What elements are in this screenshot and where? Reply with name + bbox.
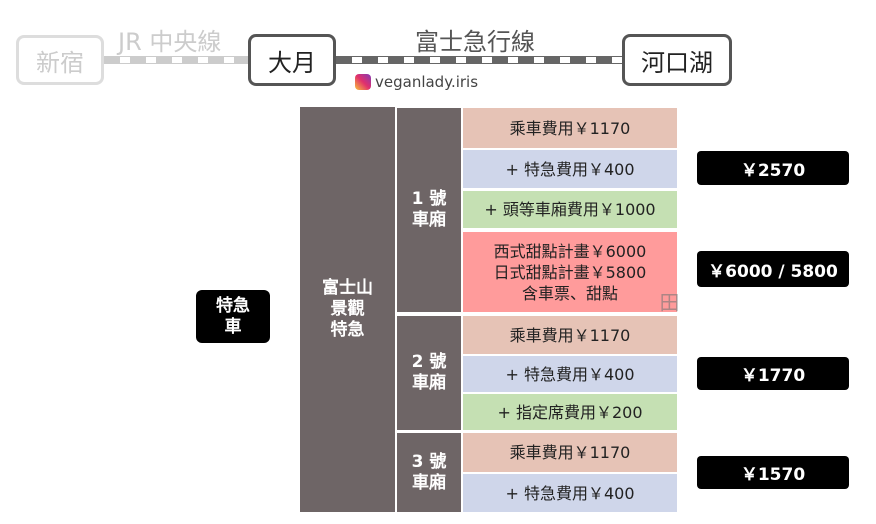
fare-row: + 頭等車廂費用￥1000 bbox=[463, 191, 677, 228]
line-label-jr: JR 中央線 bbox=[118, 28, 222, 56]
fare-row: 乘車費用￥1170 bbox=[463, 433, 677, 472]
track-fujikyu bbox=[336, 56, 624, 64]
fare-row: + 特急費用￥400 bbox=[463, 150, 677, 188]
total-price-badge: ￥1770 bbox=[697, 357, 849, 390]
train-type-badge: 特急 車 bbox=[196, 290, 270, 343]
instagram-icon bbox=[355, 74, 371, 90]
fare-row: + 指定席費用￥200 bbox=[463, 394, 677, 430]
station-label: 新宿 bbox=[36, 48, 84, 77]
car-label: 1 號 車廂 bbox=[397, 108, 461, 312]
track-jr-chuo bbox=[104, 56, 248, 64]
train-name: 富士山 景觀 特急 bbox=[300, 107, 395, 512]
line-label-fujikyu: 富士急行線 bbox=[415, 28, 535, 56]
fare-row: 乘車費用￥1170 bbox=[463, 316, 677, 354]
car-label: 2 號 車廂 bbox=[397, 316, 461, 430]
credit: veganlady.iris bbox=[355, 73, 478, 91]
station-otsuki: 大月 bbox=[248, 34, 336, 86]
car-label: 3 號 車廂 bbox=[397, 433, 461, 512]
station-label: 大月 bbox=[268, 48, 316, 77]
fare-row: 乘車費用￥1170 bbox=[463, 108, 677, 148]
fare-row: 西式甜點計畫￥6000 日式甜點計畫￥5800 含車票、甜點 bbox=[463, 232, 677, 312]
fare-row: + 特急費用￥400 bbox=[463, 356, 677, 392]
watermark-logo: 田 bbox=[656, 292, 680, 312]
station-label: 河口湖 bbox=[641, 48, 713, 77]
station-kawaguchiko: 河口湖 bbox=[622, 34, 732, 86]
total-price-badge: ￥6000 / 5800 bbox=[697, 251, 849, 287]
fare-row: + 特急費用￥400 bbox=[463, 474, 677, 512]
credit-text: veganlady.iris bbox=[375, 73, 479, 91]
total-price-badge: ￥2570 bbox=[697, 151, 849, 185]
station-shinjuku: 新宿 bbox=[16, 35, 104, 85]
total-price-badge: ￥1570 bbox=[697, 456, 849, 489]
